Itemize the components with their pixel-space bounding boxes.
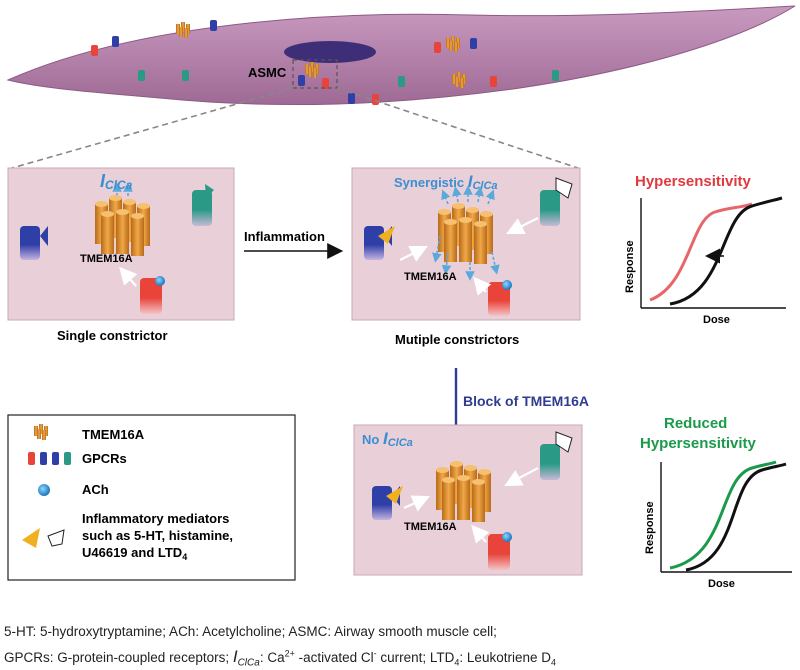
graph1-baseline-curve — [669, 196, 783, 306]
asmc-cell — [6, 5, 796, 106]
tmem16a-label-3: TMEM16A — [404, 521, 457, 533]
zoom-line-left — [11, 87, 294, 169]
graph2-title-line2: Hypersensitivity — [640, 435, 757, 452]
caption-single: Single constrictor — [57, 328, 168, 343]
mediator-white-2 — [555, 177, 573, 199]
activation-arrow-2b — [506, 217, 539, 234]
graph2-reduced-curve — [669, 460, 777, 570]
graph2-baseline-curve — [685, 462, 787, 572]
activation-arrow-1 — [119, 266, 138, 287]
gpcr-teal-1 — [192, 184, 214, 226]
legend-gpcr-label: GPCRs — [82, 451, 127, 466]
gpcr-blue-1 — [20, 226, 48, 260]
ach-molecule-3 — [502, 532, 512, 542]
tmem16a-label-2: TMEM16A — [404, 271, 457, 283]
legend-mediator-icons — [22, 528, 65, 548]
legend-box — [7, 414, 296, 581]
current-label-1: IClCa — [100, 171, 133, 192]
cell-label: ASMC — [248, 65, 287, 80]
graph2-xlabel: Dose — [708, 578, 735, 590]
legend-mediator-line2: such as 5-HT, histamine, — [82, 528, 233, 543]
gpcr-teal-3 — [540, 431, 573, 480]
legend-mediator-line3: U46619 and LTD4 — [82, 545, 187, 562]
graph1-xlabel: Dose — [703, 314, 730, 326]
legend-tmem16a-label: TMEM16A — [82, 427, 145, 442]
activation-arrow-3b — [504, 467, 539, 487]
activation-arrow-3a — [403, 495, 431, 512]
block-label: Block of TMEM16A — [463, 393, 589, 409]
graph2-title-line1: Reduced — [664, 415, 727, 432]
mediator-white-3 — [555, 431, 573, 453]
caption-multiple: Mutiple constrictors — [395, 332, 519, 347]
nucleus — [284, 41, 376, 63]
gpcr-red-1 — [140, 276, 165, 314]
legend-ach-label: ACh — [82, 482, 109, 497]
cell-receptors — [91, 20, 559, 105]
graph2-ylabel: Response — [644, 501, 656, 554]
footnote-line2: GPCRs: G-protein-coupled receptors; IClC… — [4, 647, 556, 669]
activation-arrow-2a — [399, 246, 428, 262]
gpcr-blue-3 — [372, 486, 403, 520]
graph1-ylabel: Response — [624, 240, 636, 293]
graph1-hypersensitive-curve — [649, 202, 753, 302]
gpcr-blue-2 — [364, 226, 395, 260]
gpcr-teal-2 — [540, 177, 573, 226]
inflammation-label: Inflammation — [244, 229, 325, 244]
current-arrows-2 — [432, 185, 500, 281]
gpcr-red-2 — [488, 280, 512, 316]
legend-ach-icon — [38, 484, 50, 496]
legend-gpcr-icons — [28, 452, 71, 465]
ach-molecule-2 — [502, 280, 512, 290]
zoom-line-right — [336, 87, 579, 169]
legend-mediator-line1: Inflammatory mediators — [82, 511, 229, 526]
activation-arrow-2c — [473, 276, 492, 296]
activation-arrow-3c — [471, 524, 490, 544]
current-arrows-1 — [112, 182, 133, 196]
gpcr-red-3 — [488, 532, 512, 570]
tmem16a-label-1: TMEM16A — [80, 253, 133, 265]
graph1-title: Hypersensitivity — [635, 173, 752, 190]
ach-molecule-1 — [155, 276, 165, 286]
zoom-box — [292, 59, 338, 89]
footnote-line1: 5-HT: 5-hydroxytryptamine; ACh: Acetylch… — [4, 624, 497, 639]
current-label-3: No IClCa — [362, 429, 413, 449]
